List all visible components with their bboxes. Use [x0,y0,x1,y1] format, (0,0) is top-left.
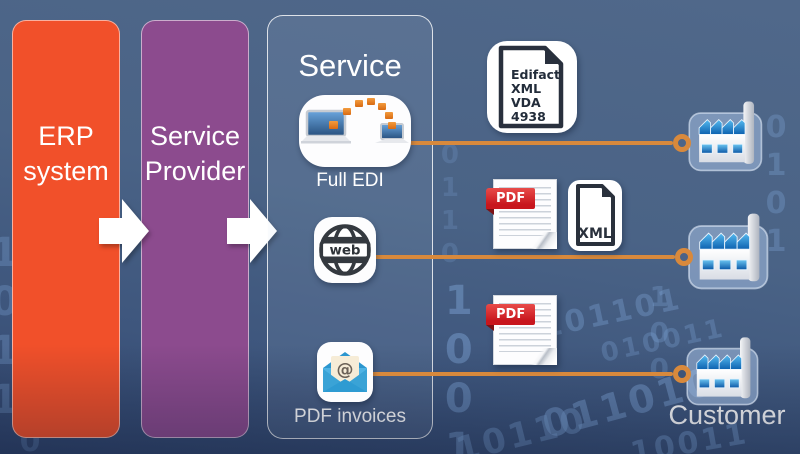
standard-line: VDA [511,95,541,110]
document-outline-icon [576,184,615,246]
binary-stream: 1001 [435,278,482,454]
pdf-badge: PDF [486,304,536,331]
pdf-badge: PDF [486,188,536,215]
service-panel-title: Service [298,48,402,83]
binary-stream: 0110 [434,140,465,272]
pdf-invoices-label: PDF invoices [294,406,406,427]
arrow-tail [99,218,122,244]
standard-line: 4938 [511,109,546,124]
edi-files-arc [329,98,396,129]
flow-arrow-icon [99,199,149,263]
arrow-tail [227,218,250,244]
factory-icon [686,337,759,406]
globe-icon: web [319,224,371,276]
pdf-document-icon: PDF [486,179,557,249]
standard-line: Edifact [511,67,561,82]
connector-endpoint-icon [673,365,691,383]
page-curl [531,232,557,249]
document-outline-icon [498,45,564,129]
factory-icon [688,101,763,172]
factory-icon [688,213,769,290]
email-invoice-icon: @ [317,342,373,402]
standard-line: XML [511,81,542,96]
service-provider-block: Service Provider [141,20,249,438]
xml-label: XML [578,226,612,242]
pdf-document-icon: PDF [486,295,557,365]
edi-transfer-illustration [301,98,409,144]
flow-arrow-icon [227,199,277,263]
edifact-standards-list: Edifact XML VDA 4938 [511,68,560,124]
web-icon: web [314,217,376,283]
connector-endpoint-icon [673,134,691,152]
arrow-head [250,199,277,263]
full-edi-label: Full EDI [316,170,384,191]
connector-line [400,141,673,145]
edifact-document-icon: Edifact XML VDA 4938 [487,41,577,133]
connector-line [366,372,673,376]
connector-endpoint-icon [675,248,693,266]
web-text: web [329,244,360,259]
arrow-head [122,199,149,263]
binary-stream: 100 [642,280,676,388]
page-curl [531,348,557,365]
full-edi-icon [299,95,411,167]
open-envelope-icon: @ [323,352,367,392]
at-sign: @ [337,360,354,380]
connector-line [361,255,675,259]
xml-document-icon: XML [568,180,622,251]
